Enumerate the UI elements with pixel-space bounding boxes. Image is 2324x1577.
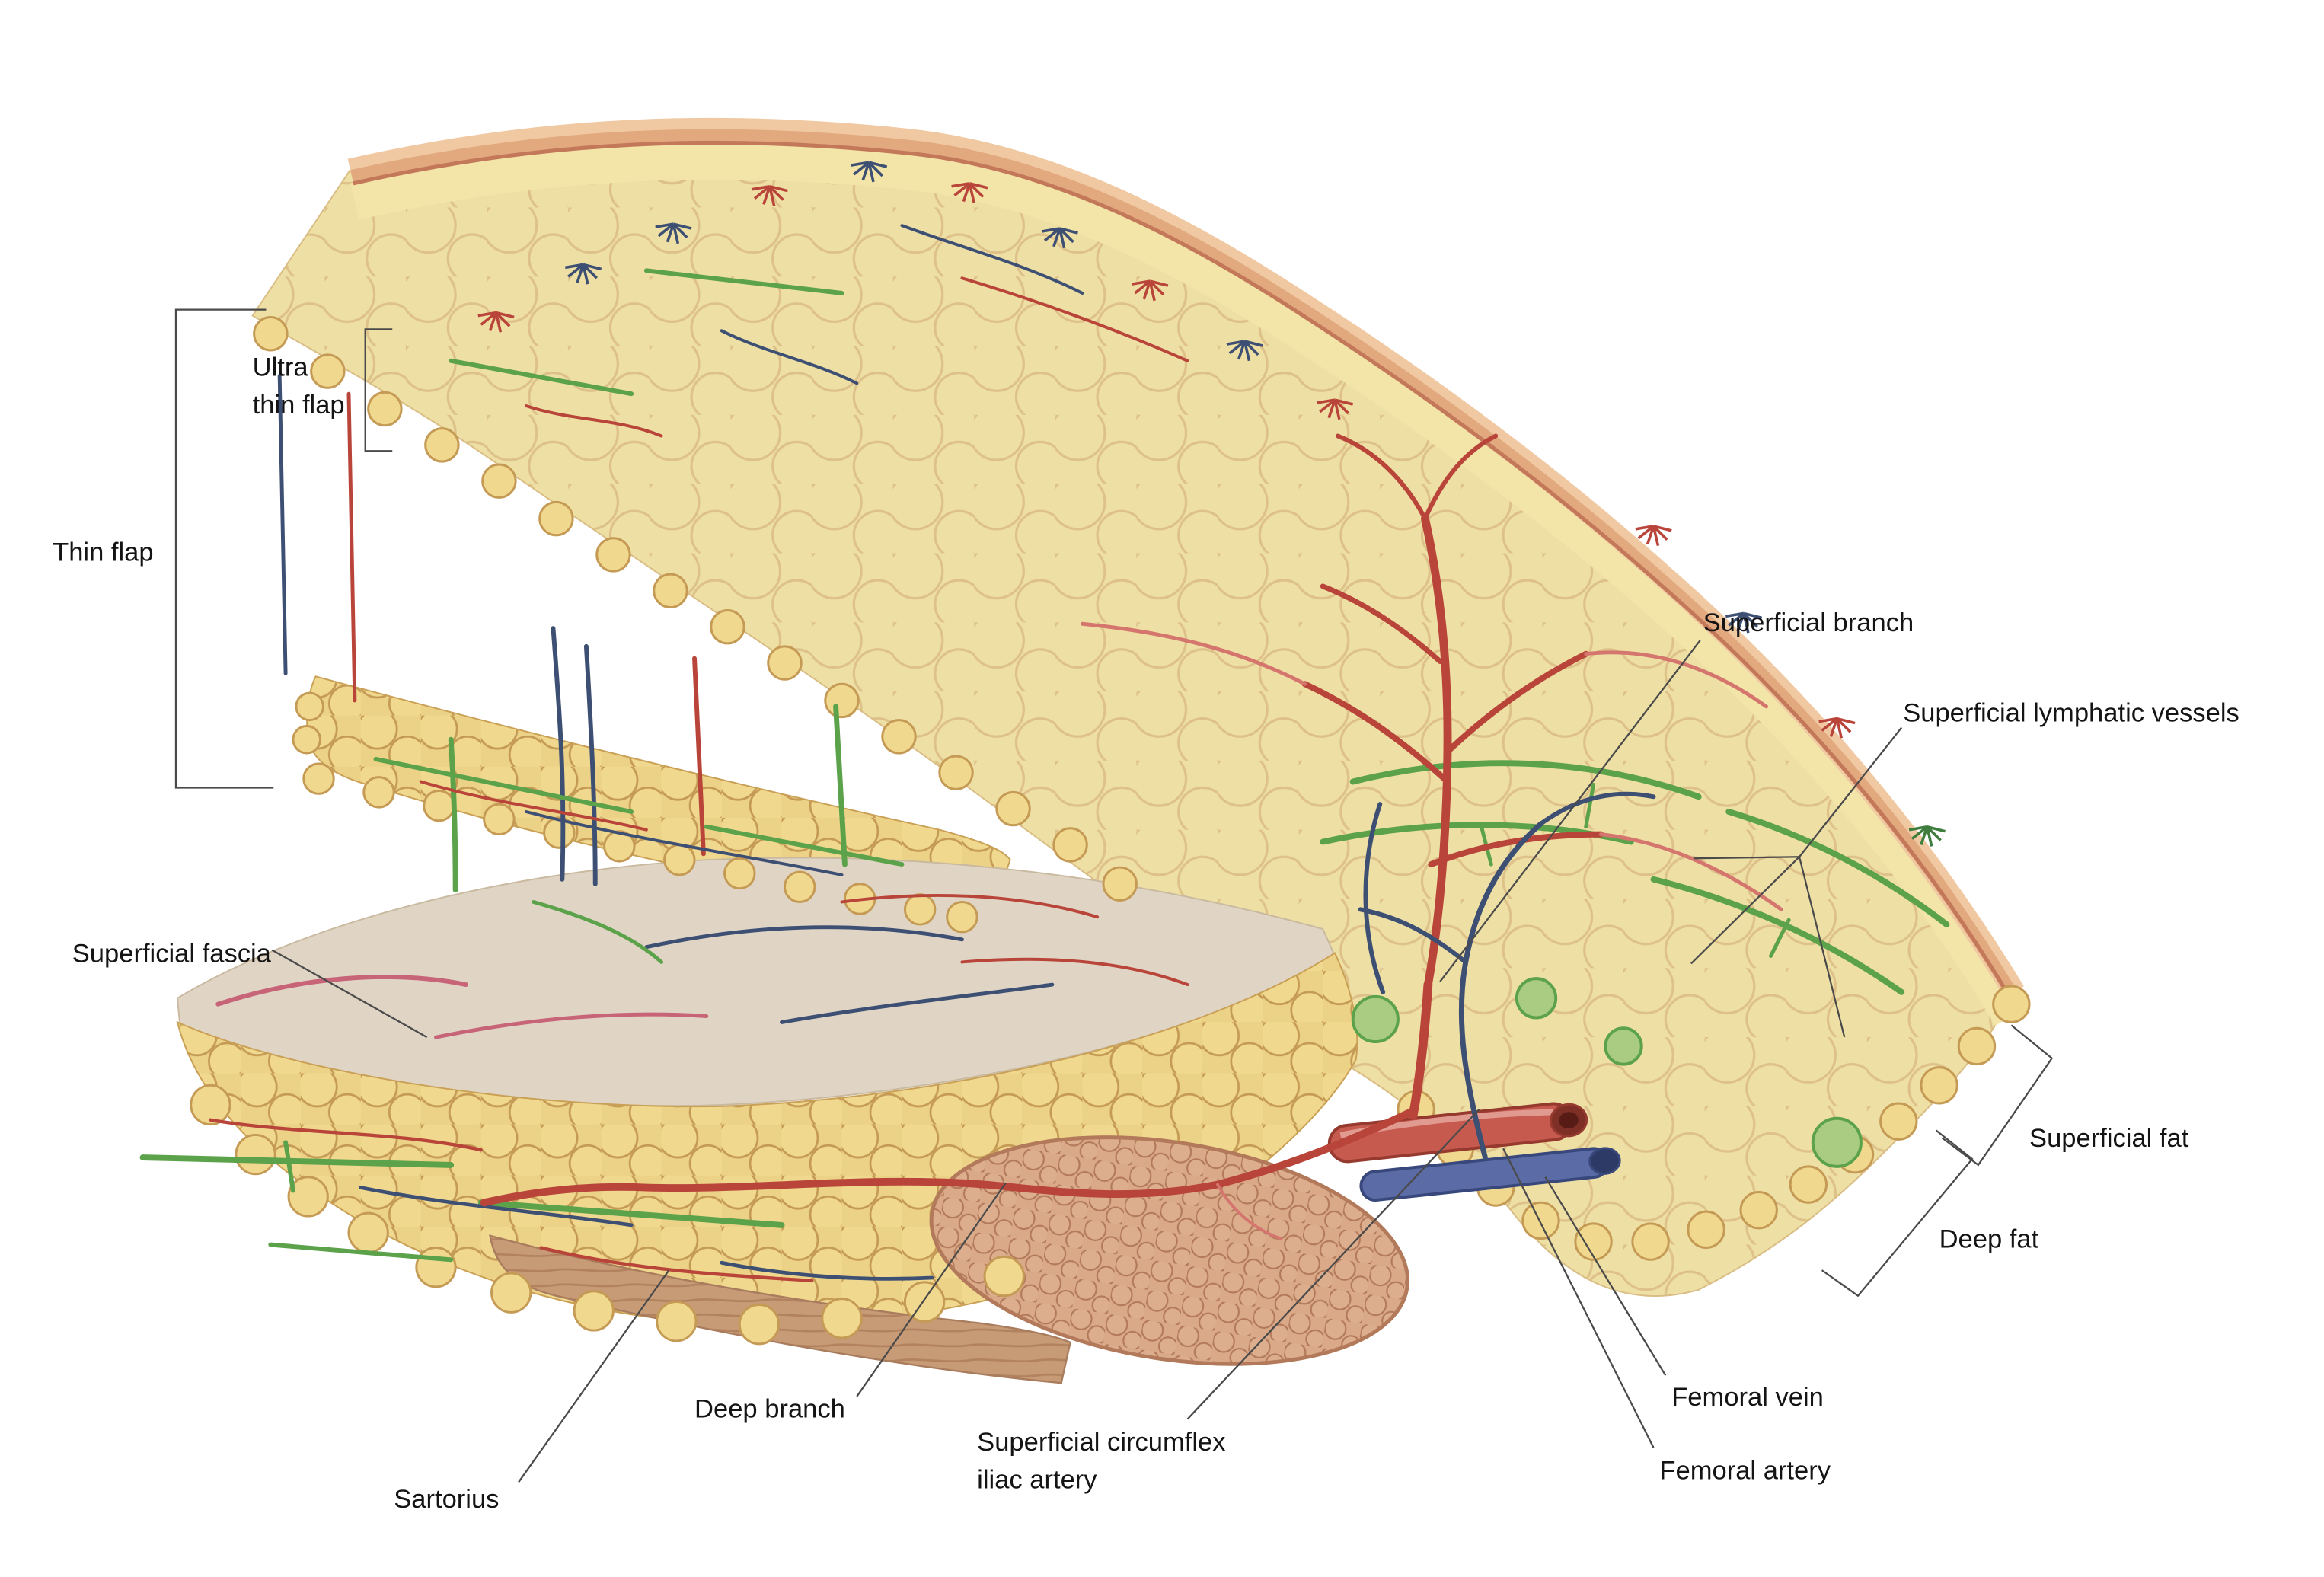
label-superficial-branch: Superficial branch (1703, 607, 1914, 638)
flap-base-vessels (139, 1118, 934, 1283)
label-femoral-artery: Femoral artery (1659, 1454, 1831, 1486)
label-sartorius: Sartorius (394, 1483, 500, 1514)
superficial-lymphatic-network (1320, 760, 1950, 1168)
label-scia-line2: iliac artery (977, 1464, 1097, 1495)
femoral-vein-leader-line (1544, 1176, 1667, 1376)
superficial-fat-bracket (1941, 1024, 2054, 1167)
lymph-node (1604, 1026, 1643, 1066)
superficial-fascia-leader-line (271, 949, 428, 1039)
label-ultra-thin-flap: Ultra thin flap (253, 349, 345, 424)
sartorius-leader-line (518, 1269, 670, 1483)
superficial-branch-leader-line (1439, 640, 1701, 982)
skin-band (347, 117, 2024, 1001)
label-femoral-vein: Femoral vein (1671, 1381, 1824, 1412)
label-ultra-thin-flap-line2: thin flap (252, 389, 345, 420)
sartorius-muscle (489, 1135, 1410, 1384)
thin-flap-vessels (373, 756, 905, 876)
deep-branch-leader-line (856, 1182, 1007, 1397)
femoral-artery-leader-line (1502, 1148, 1655, 1448)
interlayer-perforator-vessels (277, 374, 848, 893)
label-superficial-fat: Superficial fat (2029, 1122, 2189, 1154)
label-superficial-fascia: Superficial fascia (72, 937, 271, 969)
lymph-node (1515, 977, 1558, 1020)
label-deep-fat: Deep fat (1939, 1223, 2039, 1254)
deep-branch-vessel (480, 1108, 1414, 1207)
label-thin-flap: Thin flap (53, 536, 154, 567)
superficial-lymphatic-leader-lines (1690, 726, 1903, 1038)
label-deep-branch: Deep branch (694, 1393, 845, 1424)
label-scia-line1: Superficial circumflex (977, 1426, 1226, 1457)
skin-and-superficial-slab (251, 117, 2028, 1297)
femoral-vein-tube (1359, 1147, 1621, 1202)
label-superficial-lymphatic-vessels: Superficial lymphatic vessels (1903, 697, 2239, 728)
fascia-surface-vessels (215, 893, 1189, 1039)
ultra-thin-flap-bracket (364, 328, 393, 452)
tissue-layers (139, 117, 2031, 1384)
thin-flap-bracket (174, 308, 274, 789)
subdermal-plexus-vessels (449, 224, 1189, 438)
label-superficial-circumflex-iliac-artery: Superficial circumflex iliac artery (977, 1423, 1225, 1499)
label-ultra-thin-flap-line1: Ultra (252, 351, 308, 382)
lymph-node (1811, 1116, 1863, 1168)
deep-fat-bracket (1821, 1129, 1974, 1298)
superficial-branch-trunk (1421, 514, 1452, 989)
scia-leader-line (1186, 1109, 1480, 1420)
annotation-lines (174, 308, 2054, 1483)
lymph-node (1351, 994, 1400, 1044)
